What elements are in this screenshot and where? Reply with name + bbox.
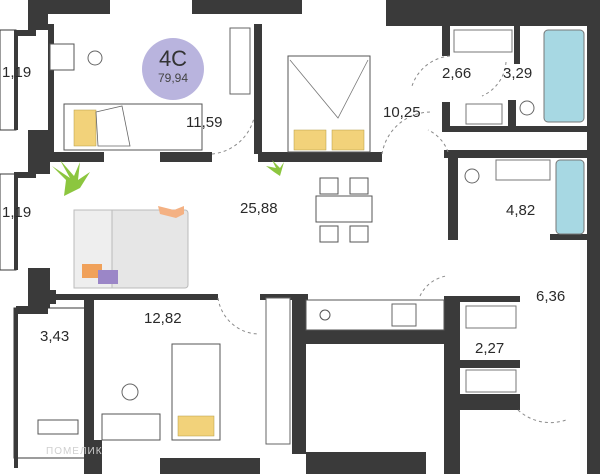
- area-label-balcony-top: 1,19: [2, 64, 32, 81]
- watermark: ПОМЕЛИК: [46, 446, 103, 457]
- walls: [14, 0, 600, 474]
- area-label-bedroom-bottom: 12,82: [144, 310, 182, 327]
- area-label-wardrobe: 2,27: [475, 340, 505, 357]
- kitchen-counter: [305, 299, 445, 331]
- plant-icon: [52, 160, 90, 196]
- bedroom-bottom-furniture: [37, 297, 291, 445]
- plant-icon: [266, 160, 284, 176]
- area-label-bedroom-master: 10,25: [383, 104, 421, 121]
- area-label-living-kitchen: 25,88: [240, 200, 278, 217]
- bedroom-top-left-furniture: [49, 27, 251, 151]
- wardrobe-shelves: [465, 305, 517, 393]
- area-label-bathroom-top: 3,29: [503, 65, 533, 82]
- total-area: 79,94: [157, 71, 189, 85]
- bedroom-master-furniture: [287, 55, 371, 153]
- bathroom-fixtures: [453, 29, 585, 235]
- apartment-badge: 4С 79,94: [142, 38, 204, 100]
- area-label-bathroom-small: 2,66: [442, 65, 472, 82]
- area-label-bathroom-middle: 4,82: [506, 202, 536, 219]
- living-room-furniture: [52, 160, 373, 289]
- doors: [211, 55, 567, 424]
- area-label-bedroom-top-left: 11,59: [186, 114, 223, 131]
- area-label-hallway: 6,36: [536, 288, 566, 305]
- balconies: [0, 29, 93, 459]
- area-label-balcony-bottom: 3,43: [40, 328, 70, 345]
- area-label-balcony-middle: 1,19: [2, 204, 32, 221]
- dining-table: [315, 177, 373, 243]
- apartment-type: 4С: [158, 46, 188, 71]
